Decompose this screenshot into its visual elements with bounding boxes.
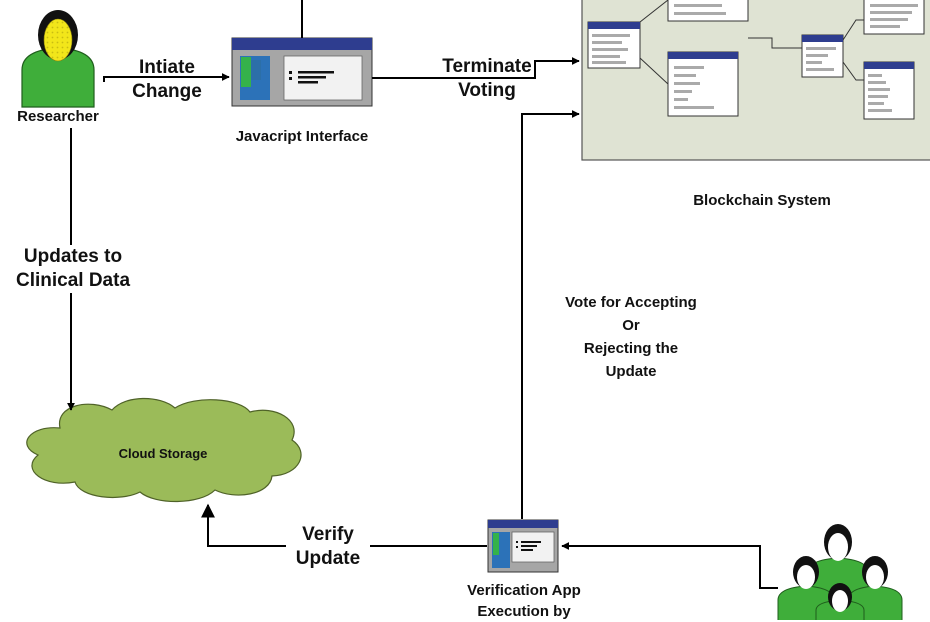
label-line: Voting (458, 79, 516, 101)
terminate-voting-label: Terminate Voting (428, 55, 546, 103)
researcher-label: Researcher (17, 108, 99, 125)
arrow-app-to-cloud (201, 503, 487, 547)
arrow-group-to-app (561, 542, 778, 589)
vote-label: Vote for Accepting Or Rejecting the Upda… (546, 291, 716, 383)
label-line: Execution by (477, 603, 571, 620)
blockchain-system-label: Blockchain System (693, 192, 831, 209)
verify-update-label: Verify Update (286, 523, 370, 571)
label-line: Update (605, 363, 657, 380)
arrow-interface-to-blockchain (372, 57, 580, 79)
label-line: Verification App (467, 582, 581, 599)
database-table-icon (667, 0, 749, 22)
database-table-icon (863, 61, 915, 120)
cloud-icon (26, 397, 302, 503)
group-of-people-icon (777, 524, 903, 620)
database-table-icon (587, 21, 641, 69)
connectors (67, 0, 778, 589)
javascript-interface-label: Javacript Interface (235, 128, 369, 145)
arrow-app-to-blockchain (521, 110, 580, 519)
database-table-icon (667, 51, 739, 117)
label-line: Terminate (442, 56, 532, 77)
app-window-icon (487, 519, 559, 573)
label-line: Verify (302, 524, 354, 545)
initiate-change-label: Intiate Change (120, 56, 214, 104)
label-line: Vote for Accepting (565, 294, 697, 311)
database-table-icon (801, 34, 844, 78)
label-line: Clinical Data (15, 269, 131, 291)
label-line: Update (295, 547, 361, 569)
label-line: Change (132, 80, 202, 102)
label-line: Updates to (23, 246, 123, 267)
person-icon (21, 10, 95, 108)
app-window-icon (231, 37, 373, 107)
verification-app-label: Verification App Execution by (440, 580, 608, 622)
label-line: Intiate (139, 57, 195, 78)
updates-clinical-data-label: Updates to Clinical Data (2, 245, 144, 293)
database-table-icon (863, 0, 925, 35)
blockchain-panel (581, 0, 930, 161)
label-line: Or (622, 317, 640, 334)
label-line: Rejecting the (583, 340, 679, 357)
cloud-storage-label: Cloud Storage (118, 446, 208, 461)
arrow-researcher-to-interface (103, 73, 230, 82)
